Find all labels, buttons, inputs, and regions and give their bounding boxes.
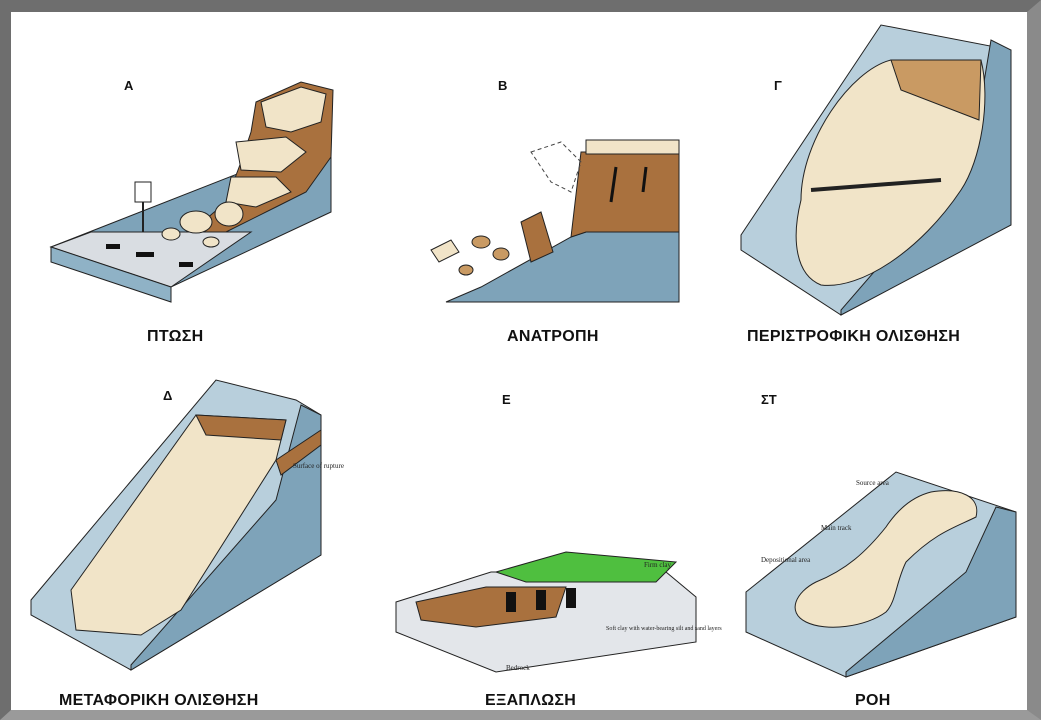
topple-debris <box>472 236 490 248</box>
panel-a-caption: ΠΤΩΣΗ <box>147 328 204 346</box>
spread-block <box>536 590 546 610</box>
fall-boulder <box>180 211 212 233</box>
depositional-area-label: Depositional area <box>761 556 811 564</box>
landslide-types-figure: Α ΠΤΩΣΗ Β ΑΝΑΤΡΟΠΗ <box>11 12 1027 710</box>
panel-f-letter: ΣΤ <box>761 392 777 407</box>
fall-boulder <box>203 237 219 247</box>
bedrock-label: Bedrock <box>506 664 530 672</box>
topple-cap-blocks <box>586 140 679 154</box>
firm-clay-label: Firm clay <box>644 561 672 569</box>
soft-clay-label: Soft clay with water-bearing silt and sa… <box>606 625 722 632</box>
panel-b-caption: ΑΝΑΤΡΟΠΗ <box>507 328 599 346</box>
source-area-label: Source area <box>856 479 890 487</box>
topple-diagram <box>411 122 686 312</box>
fall-diagram <box>51 82 351 312</box>
fall-boulder <box>162 228 180 240</box>
panel-d-caption: ΜΕΤΑΦΟΡΙΚΗ ΟΛΙΣΘΗΣΗ <box>59 692 259 710</box>
fall-road-mark <box>136 252 154 257</box>
spread-block <box>506 592 516 612</box>
topple-original-position <box>531 142 581 192</box>
surface-of-rupture-label: Surface of rupture <box>293 462 344 470</box>
flow-diagram: Source area Main track Depositional area <box>746 452 1026 682</box>
panel-c-caption: ΠΕΡΙΣΤΡΟΦΙΚΗ ΟΛΙΣΘΗΣΗ <box>747 328 960 346</box>
topple-falling-block <box>521 212 553 262</box>
rotational-slide-diagram <box>741 20 1011 315</box>
panel-b-letter: Β <box>498 78 507 93</box>
panel-e-caption: ΕΞΑΠΛΩΣΗ <box>485 692 576 710</box>
translational-slide-diagram: Surface of rupture <box>31 380 331 675</box>
panel-f-caption: ΡΟΗ <box>855 692 891 710</box>
panel-e-letter: Ε <box>502 392 511 407</box>
fall-road-mark <box>179 262 193 267</box>
fall-road-sign <box>135 182 151 202</box>
topple-block <box>431 240 459 262</box>
topple-debris <box>493 248 509 260</box>
spread-block <box>566 588 576 608</box>
topple-rock-mass <box>571 152 679 237</box>
lateral-spread-diagram: Firm clay Soft clay with water-bearing s… <box>396 542 706 682</box>
main-track-label: Main track <box>821 524 852 532</box>
fall-boulder <box>215 202 243 226</box>
topple-debris <box>459 265 473 275</box>
fall-road-mark <box>106 244 120 249</box>
